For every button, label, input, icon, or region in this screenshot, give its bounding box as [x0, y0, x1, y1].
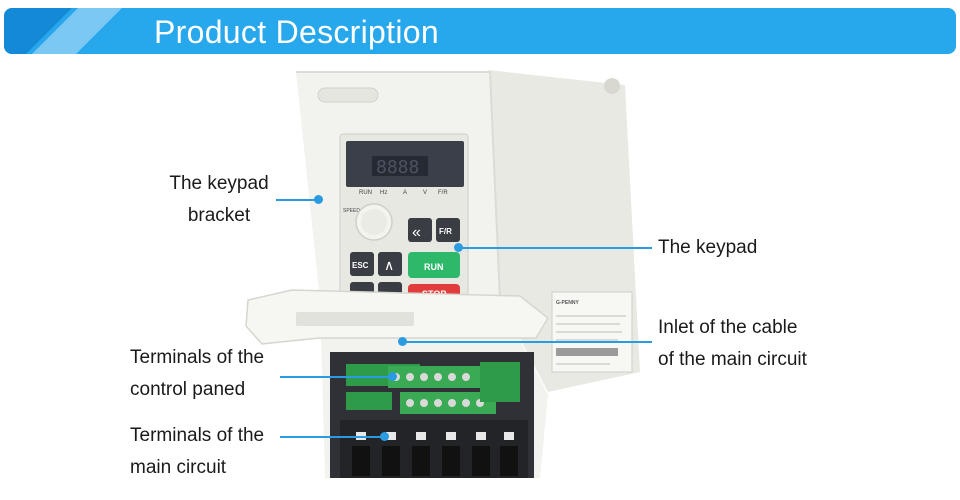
callout-control-terminals: Terminals of the control paned: [130, 342, 264, 406]
svg-text:F/R: F/R: [439, 227, 452, 236]
leader-dot: [380, 432, 389, 441]
leader-dot: [388, 372, 397, 381]
screw-icon: [604, 78, 620, 94]
callout-text: Inlet of the cable: [658, 317, 798, 338]
callout-text: The keypad: [658, 237, 758, 258]
indicator-label: RUN: [359, 190, 372, 196]
svg-text:RUN: RUN: [424, 262, 444, 272]
callout-text: main circuit: [130, 457, 227, 478]
circuit-board: [480, 362, 520, 402]
nameplate: G-PENNY: [551, 291, 633, 373]
svg-text:ESC: ESC: [352, 261, 369, 270]
leader-line: [280, 376, 392, 378]
fr-button[interactable]: F/R: [436, 218, 460, 242]
banner-title: Product Description: [154, 14, 439, 50]
main-terminal-block: [340, 420, 528, 478]
svg-text:«: «: [412, 224, 421, 241]
back-button[interactable]: «: [408, 218, 432, 242]
callout-text: Terminals of the: [130, 425, 265, 446]
callout-text: Terminals of the: [130, 347, 265, 368]
run-button[interactable]: RUN: [408, 252, 460, 278]
leader-dot: [454, 243, 463, 252]
knob-label: SPEED: [343, 208, 360, 214]
indicator-label: V: [423, 190, 427, 196]
indicator-label: Hz: [380, 190, 387, 196]
leader-dot: [314, 195, 323, 204]
callout-inlet: Inlet of the cable of the main circuit: [658, 312, 807, 376]
callout-main-terminals: Terminals of the main circuit: [130, 420, 264, 484]
callout-text: of the main circuit: [658, 349, 807, 370]
callout-text: The keypad: [169, 173, 269, 194]
leader-line: [460, 247, 652, 249]
leader-line: [280, 436, 384, 438]
section-banner: Product Description: [4, 8, 956, 54]
indicator-label: A: [403, 190, 407, 196]
leader-dot: [398, 337, 407, 346]
callout-keypad-bracket: The keypad bracket: [164, 168, 274, 232]
leader-line: [404, 341, 652, 343]
callout-text: bracket: [187, 205, 251, 226]
callout-keypad: The keypad: [658, 232, 757, 264]
svg-text:∧: ∧: [384, 257, 394, 273]
indicator-label: F/R: [438, 190, 448, 196]
up-button[interactable]: ∧: [378, 252, 402, 276]
svg-text:G-PENNY: G-PENNY: [556, 300, 579, 306]
esc-button[interactable]: ESC: [350, 252, 374, 276]
callout-text: control paned: [130, 379, 246, 400]
leader-line: [276, 199, 318, 201]
housing-slot: [317, 87, 379, 103]
svg-text:8888: 8888: [376, 157, 419, 178]
